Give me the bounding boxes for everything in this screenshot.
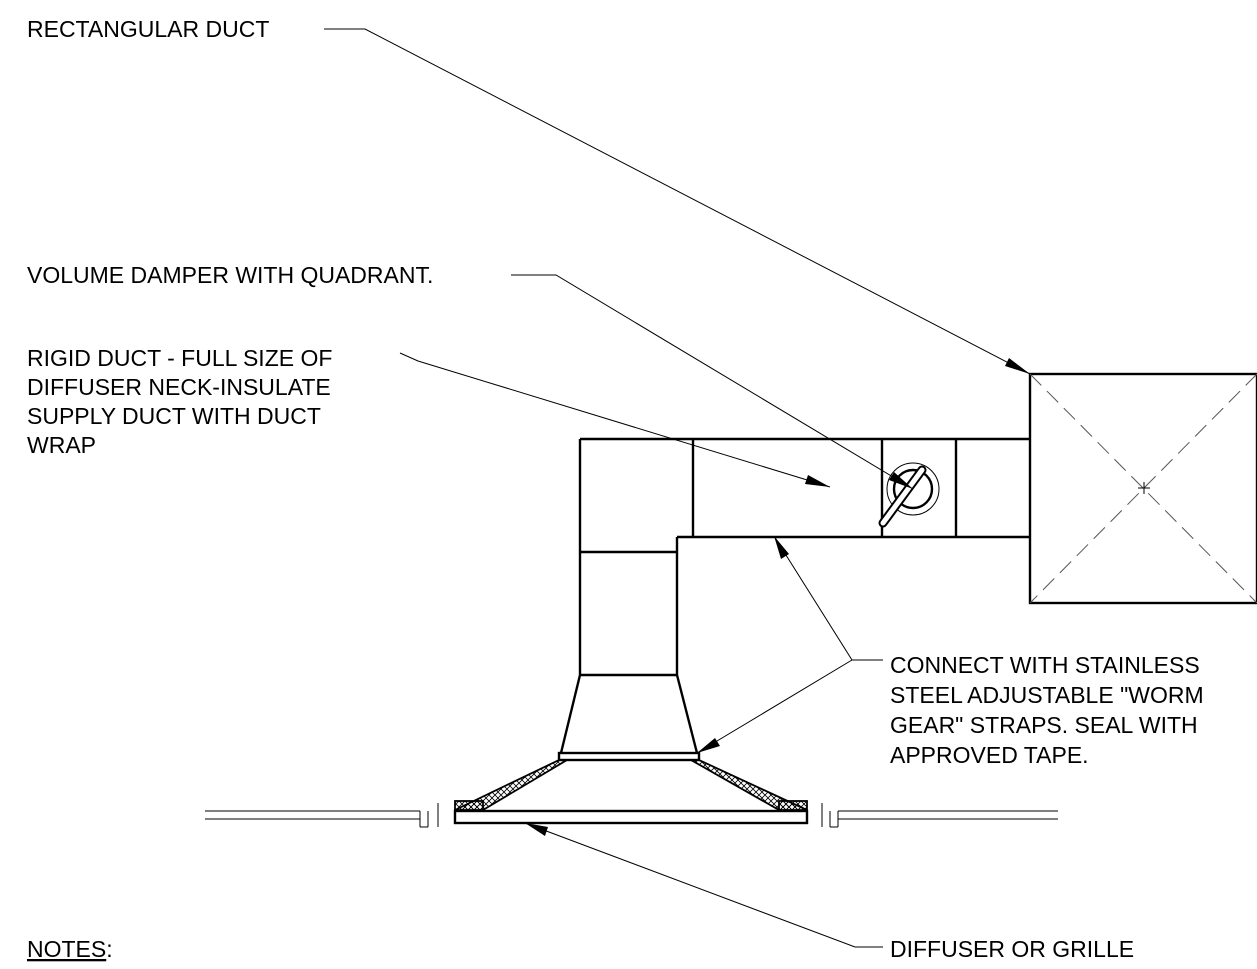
label-connect-line-3: GEAR" STRAPS. SEAL WITH <box>890 712 1198 738</box>
leader-rectangular-duct <box>324 28 1031 375</box>
label-rigid-duct-line-2: DIFFUSER NECK-INSULATE <box>27 374 331 400</box>
label-rectangular-duct: RECTANGULAR DUCT <box>27 16 269 42</box>
diffuser-neck <box>557 674 701 762</box>
leader-connect-straps <box>696 535 883 754</box>
vertical-duct <box>578 439 679 677</box>
leader-diffuser <box>524 822 883 948</box>
notes-colon: : <box>106 936 112 962</box>
notes-heading: NOTES: <box>27 936 113 962</box>
volume-damper <box>878 439 940 537</box>
diffuser-body <box>453 759 809 825</box>
label-diffuser: DIFFUSER OR GRILLE <box>890 936 1134 962</box>
label-rigid-duct-line-3: SUPPLY DUCT WITH DUCT <box>27 403 321 429</box>
leader-rigid-duct <box>399 352 831 488</box>
label-volume-damper: VOLUME DAMPER WITH QUADRANT. <box>27 262 433 288</box>
notes-title: NOTES <box>27 936 106 962</box>
label-connect-line-1: CONNECT WITH STAINLESS <box>890 652 1200 678</box>
label-rigid-duct-line-4: WRAP <box>27 432 96 458</box>
ceiling <box>205 803 1058 828</box>
horizontal-duct <box>580 437 1030 539</box>
label-rigid-duct-line-1: RIGID DUCT - FULL SIZE OF <box>27 345 332 371</box>
leader-volume-damper <box>511 274 914 490</box>
rectangular-duct <box>1028 372 1257 605</box>
label-connect-line-4: APPROVED TAPE. <box>890 742 1089 768</box>
label-connect-line-2: STEEL ADJUSTABLE "WORM <box>890 682 1204 708</box>
